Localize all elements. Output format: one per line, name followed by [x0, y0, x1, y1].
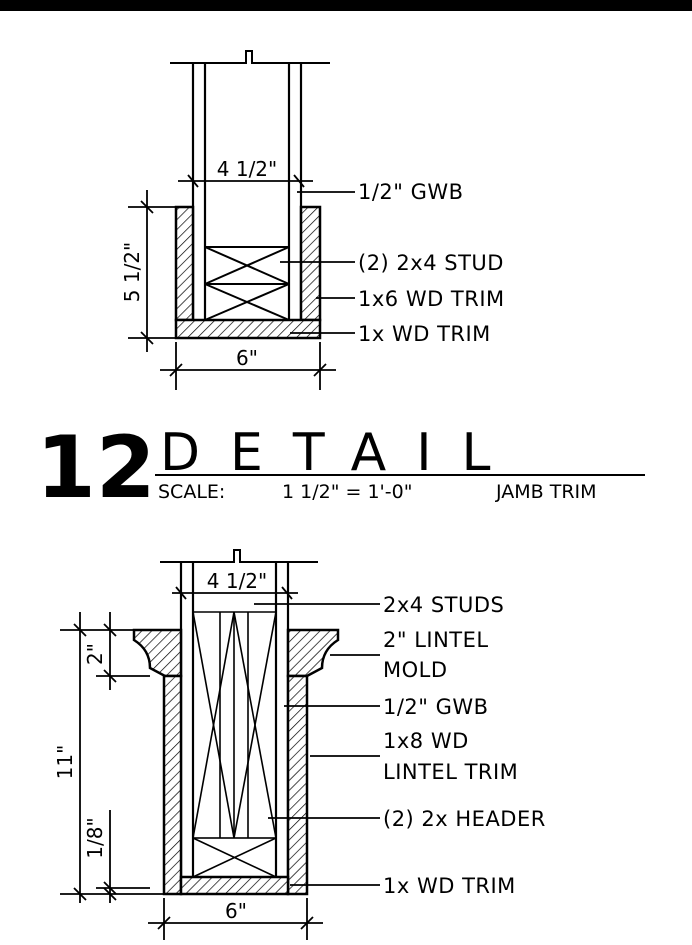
lower-bottom-trim — [179, 875, 290, 896]
lower-label-header: (2) 2x HEADER — [383, 807, 546, 831]
lower-label-gwb: 1/2" GWB — [383, 695, 489, 719]
lower-dim-total-text: 11" — [53, 745, 77, 780]
upper-right-trim — [299, 205, 322, 322]
detail-word: DETAIL — [160, 423, 521, 483]
lower-right-trim — [286, 674, 309, 896]
lower-label-lintel: 2" LINTEL — [383, 628, 489, 652]
lower-label-lintel-trim: LINTEL TRIM — [383, 760, 518, 784]
lower-dim-top-text: 2" — [83, 643, 107, 665]
upper-label-1x-trim: 1x WD TRIM — [358, 322, 491, 346]
lower-dim-width — [148, 898, 323, 940]
lower-detail: 4 1/2" 11" 2" 1/8" — [53, 549, 546, 940]
top-border — [0, 0, 692, 11]
upper-leaders — [280, 191, 355, 334]
lower-label-studs: 2x4 STUDS — [383, 593, 504, 617]
lower-dim-top — [96, 612, 150, 690]
lower-dim-width-text: 6" — [225, 899, 247, 923]
upper-detail: 4 1/2" 5 1/2" 6" 1/2" GWB (2) 2x4 STUD — [120, 50, 505, 390]
upper-dim-width — [160, 342, 336, 390]
detail-subject: JAMB TRIM — [495, 481, 597, 503]
title-block: 12 DETAIL SCALE: 1 1/2" = 1'-0" JAMB TRI… — [36, 418, 645, 518]
detail-number: 12 — [36, 418, 156, 518]
upper-break-line — [170, 50, 330, 64]
lower-break-line — [160, 549, 318, 563]
lower-dim-opening — [172, 586, 298, 600]
lower-headers — [192, 611, 277, 878]
lower-label-mold: MOLD — [383, 658, 448, 682]
upper-label-gwb: 1/2" GWB — [358, 180, 464, 204]
upper-dim-height-text: 5 1/2" — [120, 242, 144, 302]
upper-dim-width-text: 6" — [236, 346, 258, 370]
scale-value: 1 1/2" = 1'-0" — [282, 481, 412, 503]
upper-label-stud: (2) 2x4 STUD — [358, 251, 504, 275]
lower-dim-opening-text: 4 1/2" — [207, 569, 267, 593]
lower-label-1x8: 1x8 WD — [383, 729, 469, 753]
lower-right-lintel-mold — [286, 628, 340, 678]
lower-left-trim — [162, 674, 183, 896]
upper-dim-opening-text: 4 1/2" — [217, 157, 277, 181]
upper-studs — [204, 246, 290, 321]
upper-left-trim — [174, 205, 195, 322]
lower-leaders — [254, 603, 380, 886]
lower-dim-bottom-text: 1/8" — [83, 817, 107, 858]
lower-dim-bottom — [96, 810, 150, 903]
upper-label-1x6-trim: 1x6 WD TRIM — [358, 287, 505, 311]
upper-bottom-trim — [174, 318, 322, 340]
scale-label: SCALE: — [158, 481, 225, 503]
upper-dim-height — [128, 190, 176, 352]
lower-dim-total — [60, 612, 164, 903]
upper-dim-opening — [178, 174, 313, 188]
lower-label-1x-trim: 1x WD TRIM — [383, 874, 516, 898]
lower-left-lintel-mold — [132, 628, 183, 678]
